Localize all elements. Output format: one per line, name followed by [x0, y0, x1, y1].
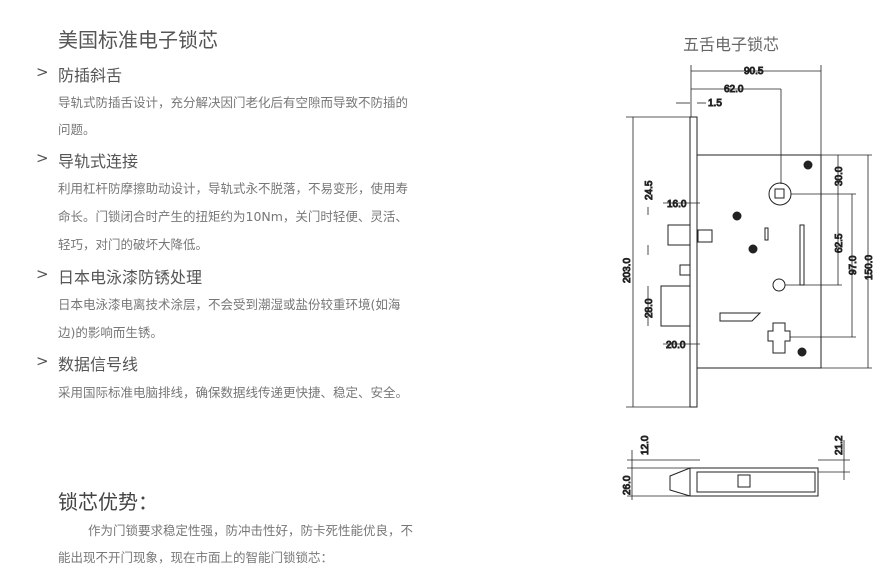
- dim-24-5: 24.5: [644, 180, 655, 200]
- dim-90-5: 90.5: [744, 66, 764, 77]
- dim-30-0: 30.0: [834, 166, 845, 186]
- chevron-right-icon: >: [36, 352, 49, 370]
- dim-203-0: 203.0: [622, 258, 633, 283]
- chevron-right-icon: >: [36, 149, 49, 167]
- cylinder-hole: [767, 322, 791, 354]
- feature-text: 问题。: [58, 122, 96, 137]
- dim-20-0: 20.0: [666, 340, 686, 351]
- lock-body: [696, 154, 822, 369]
- chevron-right-icon: >: [36, 265, 49, 283]
- dim-16-0: 16.0: [667, 199, 687, 210]
- faceplate: [689, 116, 698, 408]
- dim-26-0: 26.0: [622, 475, 633, 495]
- feature-heading: 防插斜舌: [58, 66, 123, 85]
- feature-text: 边)的影响而生锈。: [58, 325, 163, 340]
- feature-text: 采用国际标准电脑排线，确保数据线传递更快捷、稳定、安全。: [58, 385, 409, 400]
- dim-62-0: 62.0: [724, 84, 744, 95]
- spindle-hole: [768, 182, 792, 206]
- feature-text: 利用杠杆防摩擦助动设计，导轨式永不脱落，不易变形，使用寿: [58, 181, 409, 196]
- dim-1-5: 1.5: [708, 98, 722, 109]
- dim-150-0: 150.0: [864, 255, 875, 280]
- chevron-right-icon: >: [36, 63, 49, 81]
- feature-heading: 导轨式连接: [58, 152, 139, 171]
- feature-text: 命长。门锁闭合时产生的扭矩约为10Nm，关门时轻便、灵活、: [58, 209, 408, 224]
- feature-heading: 数据信号线: [58, 355, 139, 374]
- dim-12-0: 12.0: [640, 435, 651, 455]
- dim-28-0: 28.0: [644, 298, 655, 318]
- feature-text: 导轨式防插舌设计，充分解决因门老化后有空隙而导致不防插的: [58, 95, 409, 110]
- advantages-text: 作为门锁要求稳定性强，防冲击性好，防卡死性能优良，不: [88, 523, 414, 538]
- dim-62-5: 62.5: [834, 233, 845, 253]
- feature-text: 轻巧，对门的破坏大降低。: [58, 237, 209, 252]
- lock-bottom-view: 12.0 26.0 21.2: [622, 435, 850, 500]
- advantages-heading: 锁芯优势：: [58, 490, 158, 514]
- page-title: 美国标准电子锁芯: [58, 28, 218, 52]
- dim-97-0: 97.0: [848, 255, 859, 275]
- dim-21-2: 21.2: [834, 435, 845, 455]
- feature-text: 日本电泳漆电离技术涂层，不会受到潮湿或盐份较重环境(如海: [58, 297, 401, 312]
- advantages-text: 能出现不开门现象，现在市面上的智能门锁锁芯：: [58, 550, 334, 565]
- feature-heading: 日本电泳漆防锈处理: [58, 268, 203, 287]
- diagram-title: 五舌电子锁芯: [683, 35, 780, 54]
